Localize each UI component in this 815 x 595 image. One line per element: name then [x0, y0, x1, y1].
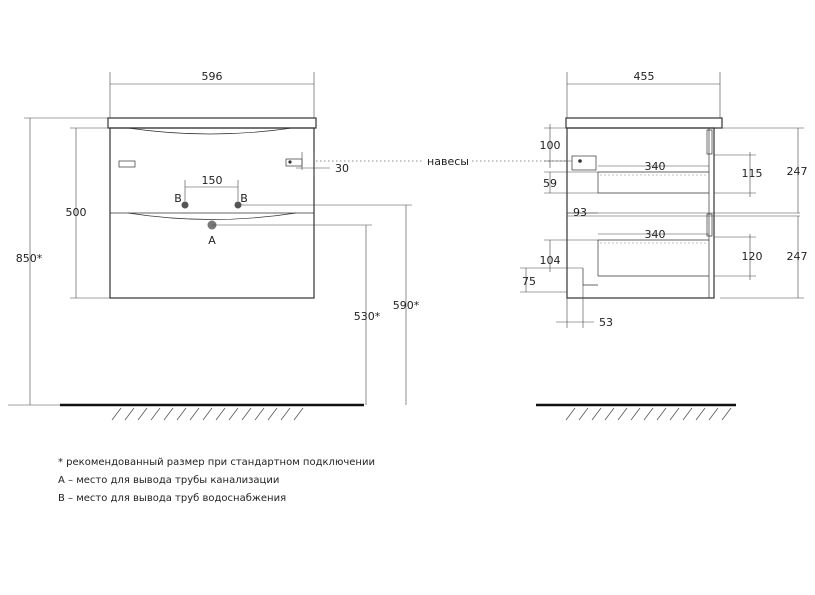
hatch-stroke — [111, 407, 122, 421]
side-countertop — [565, 117, 723, 129]
front-hinge-left — [118, 160, 136, 168]
hatch-stroke — [163, 407, 174, 421]
hatch-stroke — [695, 407, 706, 421]
dim-pipe-spacing: 150 — [202, 174, 223, 187]
dim-lower-drawer-height: 120 — [742, 250, 763, 263]
front-drawer-curve — [127, 212, 297, 220]
hatch-stroke — [150, 407, 161, 421]
hatch-stroke — [241, 407, 252, 421]
dim-lower-section: 247 — [787, 250, 808, 263]
front-basin-curve — [127, 127, 293, 135]
hatch-stroke — [578, 407, 589, 421]
dim-upper-section: 247 — [787, 165, 808, 178]
hatch-stroke — [669, 407, 680, 421]
hatch-stroke — [293, 407, 304, 421]
dim-water-height: 590* — [393, 299, 420, 312]
hinge-label-bg — [424, 152, 472, 168]
hatch-stroke — [228, 407, 239, 421]
front-view: 596 850* 500 150 B B A 30 530* 590* — [8, 70, 420, 421]
hatch-stroke — [254, 407, 265, 421]
hatch-stroke — [591, 407, 602, 421]
label-hinges: навесы — [427, 155, 469, 168]
side-hinge-dot — [578, 159, 582, 163]
dim-53: 53 — [599, 316, 613, 329]
hatch-stroke — [604, 407, 615, 421]
label-b-right: B — [240, 192, 248, 205]
water-hole-left — [181, 201, 189, 209]
back-notch — [582, 268, 598, 286]
floor-hatch-front — [111, 407, 304, 421]
hatch-stroke — [176, 407, 187, 421]
dim-93: 93 — [573, 206, 587, 219]
front-handle-lower — [706, 213, 713, 237]
hatch-stroke — [656, 407, 667, 421]
hatch-stroke — [215, 407, 226, 421]
dim-height-total: 850* — [16, 252, 43, 265]
dim-height-cabinet: 500 — [66, 206, 87, 219]
note-drain: A – место для вывода трубы канализации — [58, 475, 280, 486]
hatch-stroke — [630, 407, 641, 421]
front-handle-upper — [706, 129, 713, 155]
hatch-stroke — [617, 407, 628, 421]
hatch-stroke — [565, 407, 576, 421]
dim-upper-drawer-depth: 340 — [645, 160, 666, 173]
hatch-stroke — [202, 407, 213, 421]
hatch-stroke — [708, 407, 719, 421]
hatch-stroke — [280, 407, 291, 421]
floor-hatch-side — [565, 407, 732, 421]
hatch-stroke — [682, 407, 693, 421]
side-view: 455 100 340 59 93 115 247 340 104 — [520, 70, 808, 421]
hatch-stroke — [267, 407, 278, 421]
dim-drain-height: 530* — [354, 310, 381, 323]
hatch-stroke — [137, 407, 148, 421]
side-hinge-bracket — [571, 155, 597, 171]
note-water: B – место для вывода труб водоснабжения — [58, 493, 287, 504]
front-hinge-dot — [288, 160, 292, 164]
dim-top-offset: 100 — [540, 139, 561, 152]
dim-75: 75 — [522, 275, 536, 288]
hatch-stroke — [189, 407, 200, 421]
label-b-left: B — [174, 192, 182, 205]
dim-width: 596 — [202, 70, 223, 83]
note-recommended: * рекомендованный размер при стандартном… — [58, 457, 375, 468]
hatch-stroke — [124, 407, 135, 421]
dim-upper-drawer-height: 115 — [742, 167, 763, 180]
front-hinge-right — [285, 158, 303, 167]
dim-lower-drawer-depth: 340 — [645, 228, 666, 241]
dim-59: 59 — [543, 177, 557, 190]
hatch-stroke — [643, 407, 654, 421]
notes-block: * рекомендованный размер при стандартном… — [58, 454, 375, 508]
dim-depth: 455 — [634, 70, 655, 83]
dim-hinge-offset: 30 — [335, 162, 349, 175]
hatch-stroke — [721, 407, 732, 421]
dim-104: 104 — [540, 254, 561, 267]
label-a: A — [208, 234, 216, 247]
front-countertop — [107, 117, 317, 129]
